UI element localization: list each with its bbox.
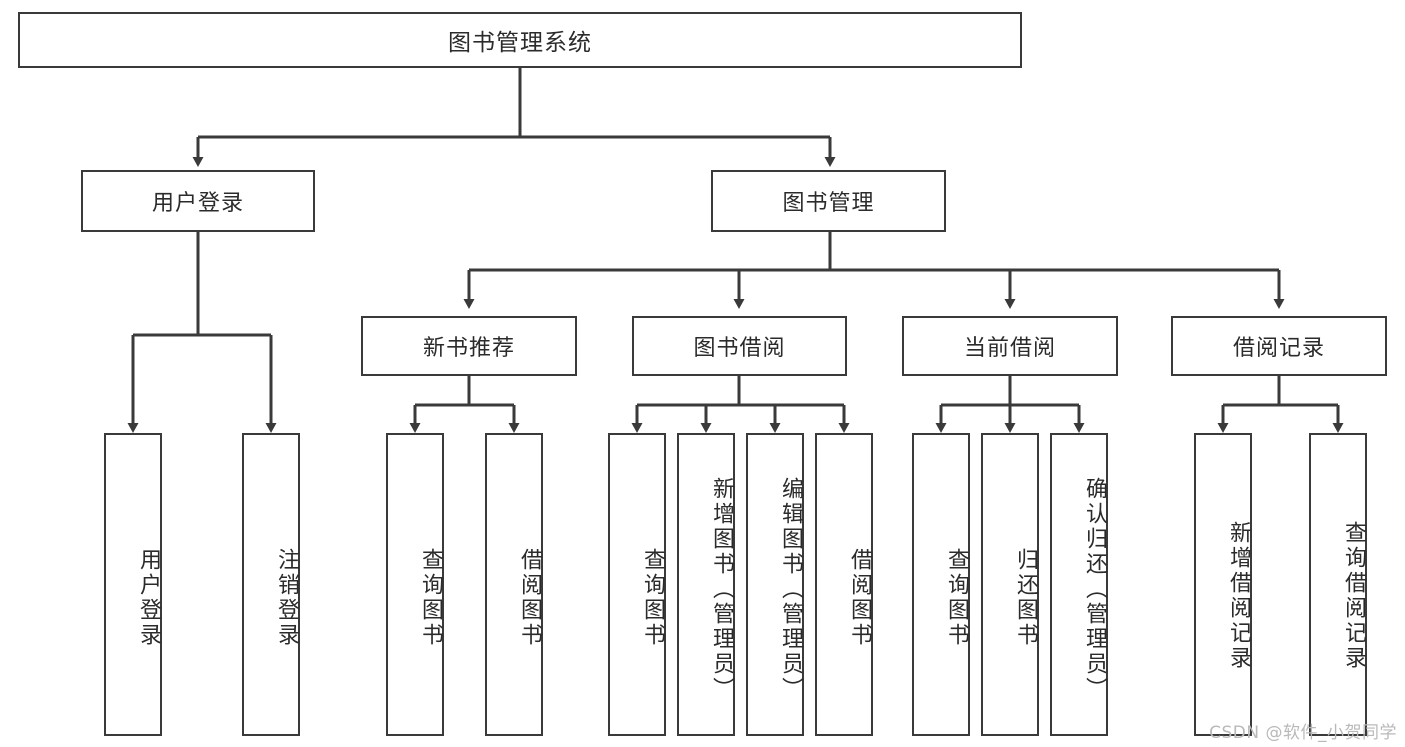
node-new-book-rec[interactable]: 新书推荐 [361, 316, 577, 376]
node-user-login-label: 用户登录 [151, 191, 244, 216]
node-new-book-rec-label: 新书推荐 [422, 336, 515, 361]
node-leaf-edit-book[interactable]: 编辑图书（管理员） [746, 433, 804, 736]
node-leaf-query-book-1-label: 查询图书 [418, 547, 443, 648]
node-leaf-add-book-label: 新增图书（管理员） [709, 477, 734, 702]
node-current-borrow[interactable]: 当前借阅 [902, 316, 1118, 376]
node-leaf-logout[interactable]: 注销登录 [242, 433, 300, 736]
node-leaf-query-book-2[interactable]: 查询图书 [608, 433, 666, 736]
node-leaf-borrow-book-1[interactable]: 借阅图书 [485, 433, 543, 736]
node-leaf-query-record[interactable]: 查询借阅记录 [1309, 433, 1367, 736]
node-leaf-query-book-1[interactable]: 查询图书 [386, 433, 444, 736]
node-leaf-confirm-return[interactable]: 确认归还（管理员） [1050, 433, 1108, 736]
node-leaf-borrow-book-2-label: 借阅图书 [847, 547, 872, 648]
node-leaf-query-record-label: 查询借阅记录 [1341, 520, 1366, 671]
node-leaf-borrow-book-2[interactable]: 借阅图书 [815, 433, 873, 736]
csdn-watermark: CSDN @软件_小贺同学 [1209, 723, 1397, 743]
node-leaf-logout-label: 注销登录 [274, 547, 299, 648]
node-leaf-confirm-return-label: 确认归还（管理员） [1082, 477, 1107, 702]
node-root[interactable]: 图书管理系统 [18, 12, 1022, 68]
node-leaf-return-book-label: 归还图书 [1013, 547, 1038, 648]
node-leaf-return-book[interactable]: 归还图书 [981, 433, 1039, 736]
node-borrow-record-label: 借阅记录 [1232, 336, 1325, 361]
node-book-borrow-label: 图书借阅 [693, 336, 786, 361]
node-leaf-user-login-label: 用户登录 [136, 547, 161, 648]
node-leaf-user-login[interactable]: 用户登录 [104, 433, 162, 736]
node-leaf-add-record-label: 新增借阅记录 [1226, 520, 1251, 671]
node-book-borrow[interactable]: 图书借阅 [632, 316, 847, 376]
node-leaf-query-book-3[interactable]: 查询图书 [912, 433, 970, 736]
node-current-borrow-label: 当前借阅 [963, 336, 1056, 361]
node-user-login[interactable]: 用户登录 [81, 170, 315, 232]
node-leaf-borrow-book-1-label: 借阅图书 [517, 547, 542, 648]
node-book-manage-label: 图书管理 [782, 191, 875, 216]
node-leaf-query-book-3-label: 查询图书 [944, 547, 969, 648]
node-book-manage[interactable]: 图书管理 [711, 170, 946, 232]
node-root-label: 图书管理系统 [448, 30, 592, 56]
node-leaf-add-record[interactable]: 新增借阅记录 [1194, 433, 1252, 736]
node-leaf-add-book[interactable]: 新增图书（管理员） [677, 433, 735, 736]
node-borrow-record[interactable]: 借阅记录 [1171, 316, 1387, 376]
node-leaf-edit-book-label: 编辑图书（管理员） [778, 477, 803, 702]
node-leaf-query-book-2-label: 查询图书 [640, 547, 665, 648]
